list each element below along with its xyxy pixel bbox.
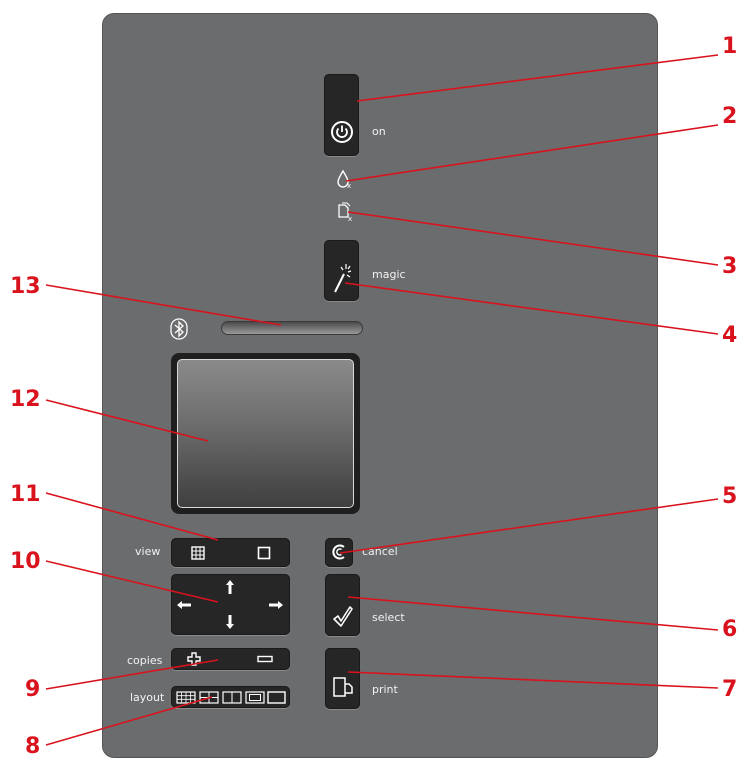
cancel-button[interactable] — [325, 538, 353, 567]
on-label: on — [372, 125, 386, 138]
checkmark-icon — [333, 606, 353, 627]
power-icon — [331, 121, 353, 143]
callout-number-13: 13 — [10, 274, 41, 299]
layout-label: layout — [130, 691, 165, 704]
callout-number-4: 4 — [722, 323, 738, 348]
print-label: print — [372, 683, 398, 696]
callout-number-2: 2 — [722, 104, 738, 129]
cancel-label: cancel — [362, 545, 398, 558]
lcd-display — [177, 359, 354, 508]
select-button[interactable] — [325, 574, 360, 636]
magic-wand-icon — [334, 264, 352, 293]
print-button[interactable] — [325, 648, 360, 709]
memory-card-slot — [221, 321, 363, 335]
select-label: select — [372, 611, 405, 624]
callout-number-11: 11 — [10, 482, 41, 507]
callout-number-9: 9 — [25, 677, 41, 702]
magic-label: magic — [372, 268, 406, 281]
ink-drop-icon: x — [337, 169, 351, 189]
on-button[interactable] — [324, 74, 359, 156]
plus-icon[interactable] — [187, 652, 201, 666]
arrow-down-icon[interactable] — [226, 615, 234, 629]
callout-number-1: 1 — [722, 34, 738, 59]
minus-icon[interactable] — [257, 655, 273, 663]
navigation-pad[interactable] — [171, 574, 290, 635]
svg-text:x: x — [347, 182, 351, 189]
thumbnail-view-icon[interactable] — [191, 546, 205, 560]
callout-number-3: 3 — [722, 254, 738, 279]
callout-number-12: 12 — [10, 387, 41, 412]
callout-number-8: 8 — [25, 734, 41, 759]
single-view-icon[interactable] — [257, 546, 271, 560]
callout-number-10: 10 — [10, 549, 41, 574]
print-icon — [333, 677, 353, 697]
view-button[interactable] — [171, 538, 290, 567]
lcd-screen — [171, 353, 360, 514]
arrow-up-icon[interactable] — [226, 580, 234, 594]
copies-button[interactable] — [171, 648, 290, 670]
cancel-icon — [332, 544, 345, 560]
arrow-right-icon[interactable] — [269, 601, 283, 609]
arrow-left-icon[interactable] — [177, 601, 191, 609]
callout-number-5: 5 — [722, 484, 738, 509]
callout-number-7: 7 — [722, 677, 738, 702]
svg-text:x: x — [348, 215, 352, 223]
layout-button[interactable] — [171, 686, 290, 708]
copies-label: copies — [127, 654, 163, 667]
layout-options-icons[interactable] — [176, 691, 286, 704]
callout-number-6: 6 — [722, 617, 738, 642]
view-label: view — [135, 545, 161, 558]
paper-icon: x — [338, 202, 352, 223]
magic-button[interactable] — [324, 240, 359, 301]
bluetooth-icon — [170, 318, 188, 340]
